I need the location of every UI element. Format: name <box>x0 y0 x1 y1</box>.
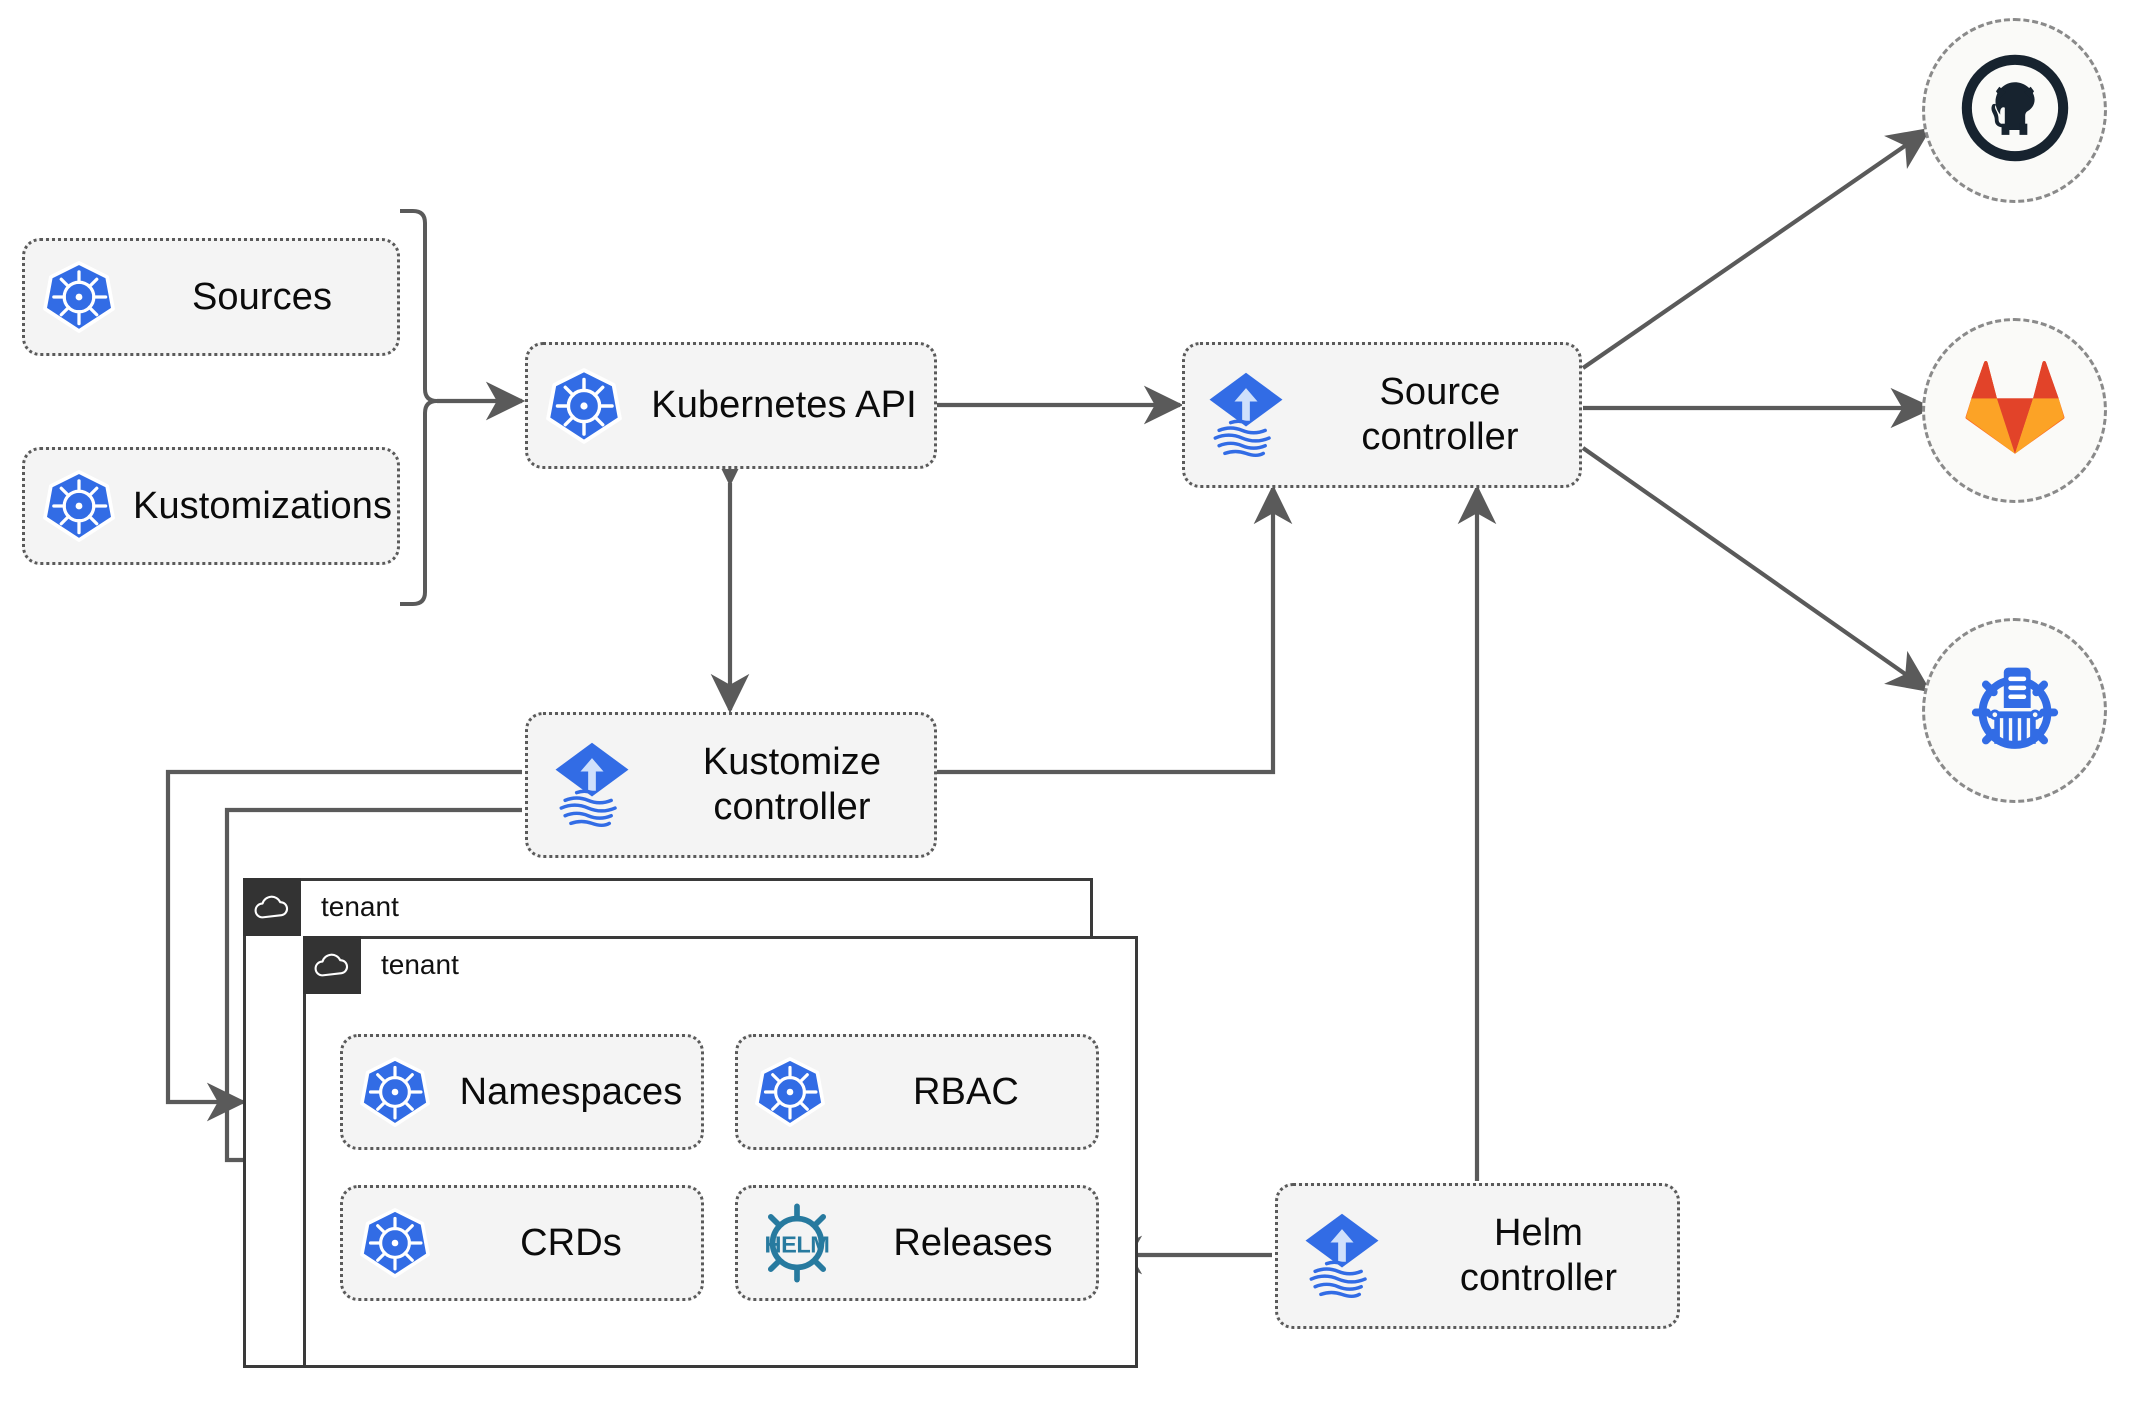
kubernetes-icon <box>25 260 133 334</box>
edge-source-controller-to-github <box>1581 127 1932 370</box>
flux-icon <box>1278 1208 1406 1304</box>
helm-icon: HELM <box>738 1201 856 1285</box>
svg-text:HELM: HELM <box>765 1232 830 1258</box>
gitlab-icon <box>1961 358 2069 463</box>
card-label: Namespaces <box>459 1070 683 1113</box>
tenant-titlebar: tenant <box>243 878 1003 936</box>
card-namespaces[interactable]: Namespaces <box>340 1034 704 1150</box>
card-crds[interactable]: CRDs <box>340 1185 704 1301</box>
edge-kustomize-to-source-controller <box>937 484 1293 775</box>
card-label: Kustomizations <box>133 484 393 527</box>
repo-gitlab[interactable] <box>1922 318 2107 503</box>
card-releases[interactable]: HELM Releases <box>735 1185 1099 1301</box>
repo-helm-repository[interactable] <box>1922 618 2107 803</box>
tenant-label: tenant <box>381 949 459 980</box>
edge-source-controller-to-bucket <box>1581 446 1932 693</box>
card-label: CRDs <box>520 1221 622 1264</box>
tenant-titlebar: tenant <box>303 936 533 994</box>
card-label: Helm controller <box>1459 1212 1618 1299</box>
card-label: Sources <box>191 275 333 318</box>
card-label: Kustomize controller <box>702 741 882 828</box>
card-rbac[interactable]: RBAC <box>735 1034 1099 1150</box>
kubernetes-icon <box>343 1056 447 1128</box>
kubernetes-icon <box>528 367 640 445</box>
card-sources[interactable]: Sources <box>22 238 400 356</box>
repo-github[interactable] <box>1922 18 2107 203</box>
cloud-icon <box>303 936 361 994</box>
card-kustomizations[interactable]: Kustomizations <box>22 447 400 565</box>
card-source-controller[interactable]: Source controller <box>1182 342 1582 488</box>
edge-inputs-bracket <box>400 209 438 606</box>
card-label: Kubernetes API <box>651 384 917 427</box>
github-icon <box>1959 52 2071 169</box>
kubernetes-icon <box>343 1207 447 1279</box>
flux-icon <box>528 737 656 833</box>
card-kubernetes-api[interactable]: Kubernetes API <box>525 342 937 469</box>
kubernetes-icon <box>738 1056 842 1128</box>
flux-icon <box>1185 367 1307 463</box>
kubernetes-icon <box>25 469 133 543</box>
cloud-icon <box>243 878 301 936</box>
card-label: Source controller <box>1361 371 1519 458</box>
helm-repository-icon <box>1959 652 2071 769</box>
card-kustomize-controller[interactable]: Kustomize controller <box>525 712 937 858</box>
card-label: RBAC <box>913 1070 1019 1113</box>
card-label: Releases <box>893 1221 1053 1264</box>
tenant-label: tenant <box>321 891 399 922</box>
card-helm-controller[interactable]: Helm controller <box>1275 1183 1680 1329</box>
tenant-inner-window: tenant <box>303 936 1138 1368</box>
